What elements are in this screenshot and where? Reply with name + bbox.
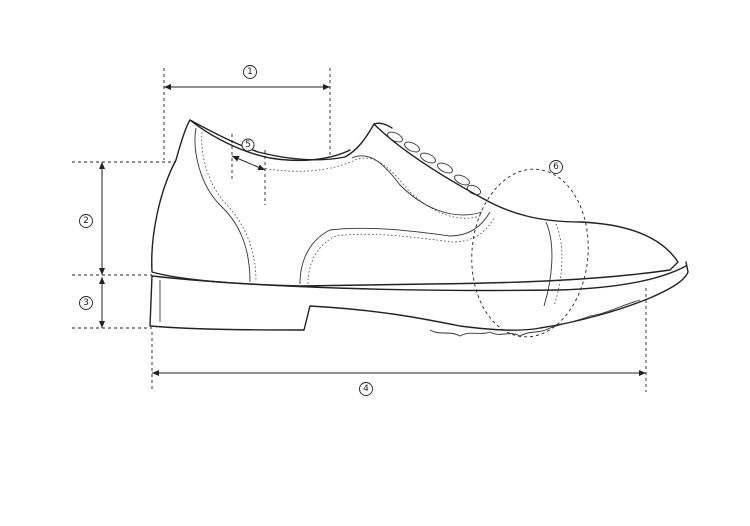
- toe-region-ellipse: [471, 168, 589, 338]
- quarter-perforation: [201, 131, 257, 283]
- callout-5: 5: [241, 138, 255, 152]
- callout-4: 4: [359, 382, 373, 396]
- facing-panel: [351, 155, 483, 216]
- dimension-2: [72, 161, 176, 276]
- callout-3: 3: [79, 296, 93, 310]
- svg-text:4: 4: [363, 384, 369, 394]
- svg-text:6: 6: [553, 162, 559, 172]
- svg-text:3: 3: [83, 298, 89, 308]
- svg-text:5: 5: [245, 140, 251, 150]
- dimension-4: [151, 288, 647, 392]
- facing-perforation: [261, 157, 481, 219]
- callout-2: 2: [79, 214, 93, 228]
- callout-1: 1: [243, 65, 257, 79]
- laces: [387, 131, 482, 196]
- collar-line: [189, 119, 351, 162]
- toe-cap-perforation: [553, 223, 563, 307]
- svg-text:2: 2: [83, 216, 89, 226]
- tongue-line: [373, 122, 393, 129]
- dimension-3: [72, 277, 152, 329]
- sole-tread: [429, 299, 641, 337]
- quarter-panel: [194, 127, 251, 283]
- callout-6: 6: [549, 160, 563, 174]
- vamp-perforation: [307, 217, 495, 285]
- dimension-5: [231, 134, 266, 205]
- welt-line: [151, 265, 687, 292]
- vamp-wing: [299, 211, 491, 285]
- svg-text:1: 1: [247, 67, 253, 77]
- shoe-illustration: [149, 119, 689, 337]
- dimension-1: [163, 68, 331, 160]
- toe-cap-line: [543, 221, 553, 307]
- sole-outline: [149, 261, 689, 331]
